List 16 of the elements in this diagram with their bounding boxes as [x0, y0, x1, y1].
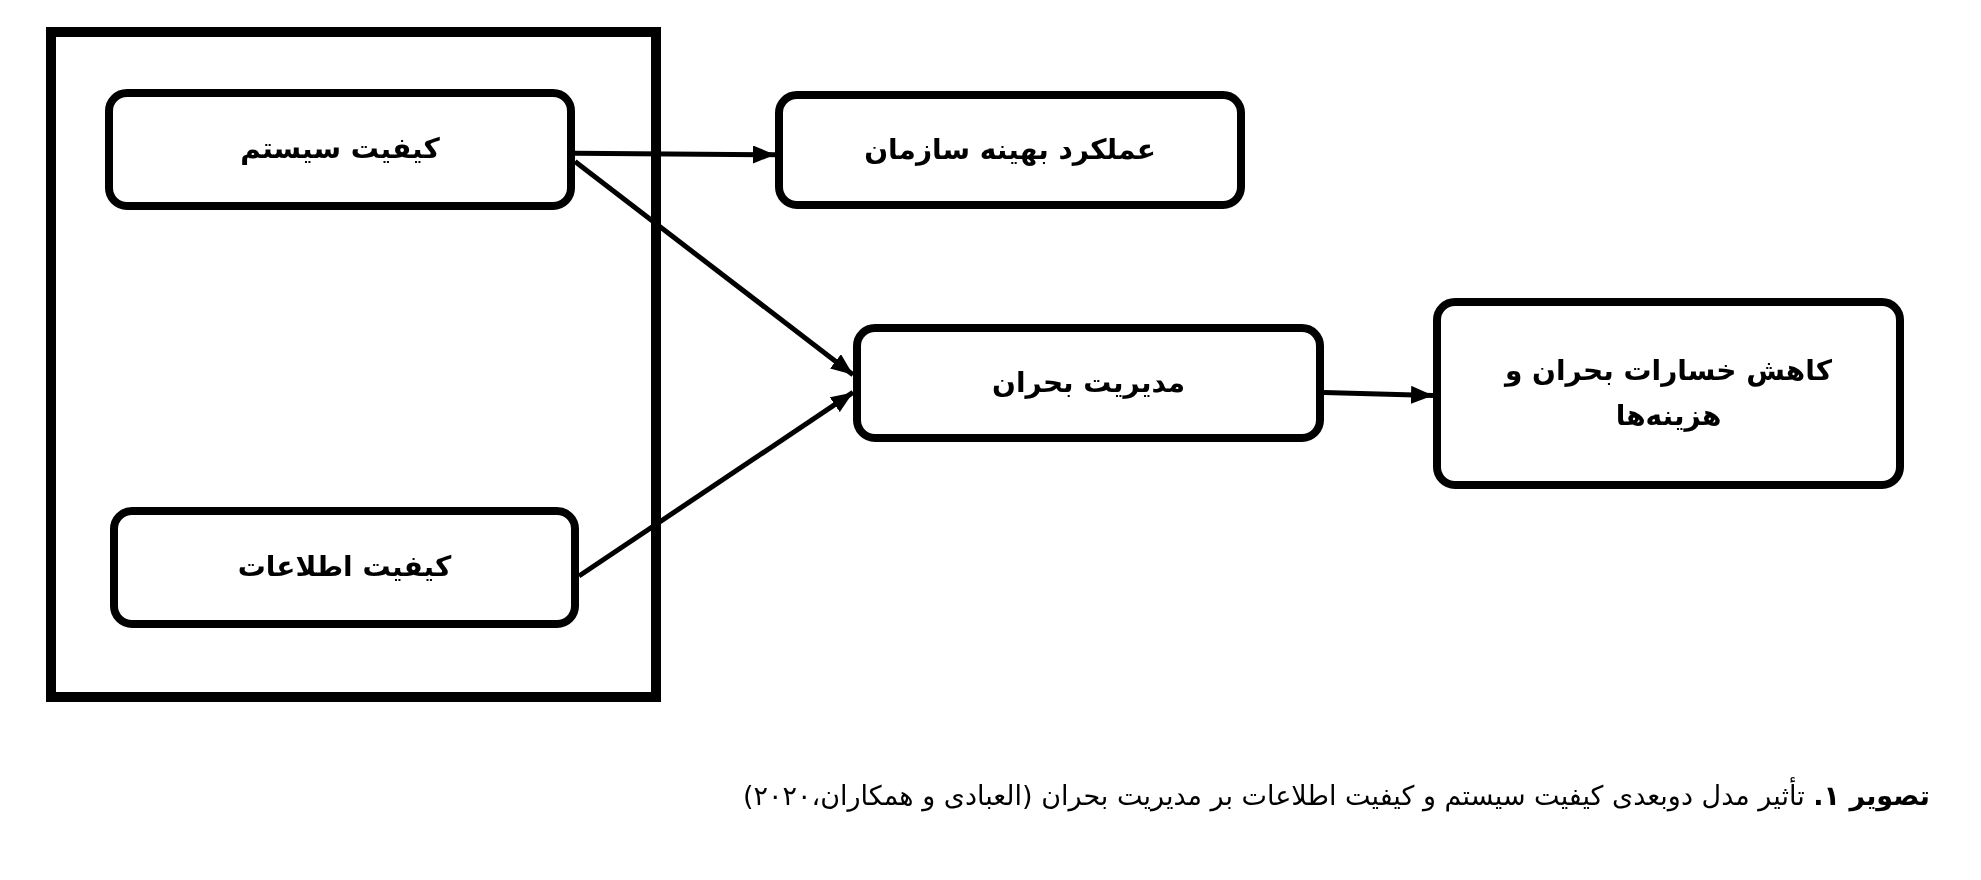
process-box	[1433, 298, 1904, 489]
arrow	[1323, 385, 1434, 404]
process-box	[105, 89, 575, 210]
arrow	[577, 390, 855, 579]
group-frame	[46, 27, 661, 702]
arrow	[575, 145, 775, 164]
process-box	[110, 507, 579, 628]
box-label: عملکرد بهینه سازمان	[864, 131, 1156, 168]
box-label: کاهش خسارات بحران و هزینه‌ها	[1502, 352, 1834, 434]
box-label: کیفیت سیستم	[240, 131, 440, 168]
box-label: کیفیت اطلاعات	[237, 549, 452, 586]
figure-caption: تصویر ۱. تأثیر مدل دوبعدی کیفیت سیستم و کیفیت اطلاعات بر مدیریت بحران (العبادی و همکاران،۲۰۲۰)	[742, 776, 1930, 817]
arrow	[573, 159, 855, 377]
process-box	[775, 91, 1245, 209]
process-box	[853, 324, 1324, 442]
box-label: مدیریت بحران	[992, 364, 1185, 401]
